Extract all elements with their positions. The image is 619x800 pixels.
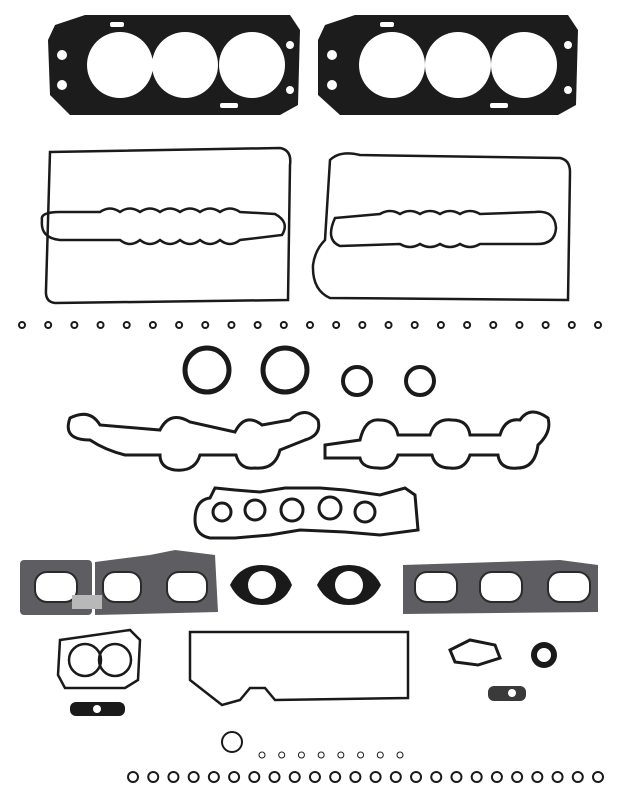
valve-stem-seal — [175, 321, 184, 329]
valve-stem-seal — [122, 321, 131, 329]
spark-tube-seal-2 — [404, 365, 436, 397]
valve-stem-seal — [207, 771, 220, 783]
valve-stem-seal — [253, 321, 262, 329]
valve-stem-seal — [306, 321, 314, 329]
small-oring — [297, 751, 305, 759]
intake-gasket-right — [323, 410, 551, 470]
valve-stem-seal — [127, 771, 139, 783]
valve-stem-seal — [470, 771, 483, 783]
small-oring — [278, 751, 286, 759]
egr-gasket-1 — [230, 565, 292, 605]
valve-stem-seal — [511, 771, 524, 783]
valve-stem-seal — [571, 771, 584, 783]
valve-stem-seal — [228, 771, 241, 783]
valve-stem-seal — [463, 321, 472, 329]
valve-stem-seal — [489, 321, 498, 329]
valve-stem-seal — [227, 321, 236, 329]
valve-stem-seal — [567, 321, 576, 329]
valve-stem-seal — [96, 321, 105, 329]
valve-stem-seal — [167, 771, 180, 783]
small-oring — [258, 751, 266, 759]
valve-stem-seal — [410, 321, 419, 329]
throttle-body-gasket — [56, 628, 142, 690]
head-gasket-right — [318, 15, 578, 115]
intake-gasket-left — [66, 411, 321, 472]
plenum-gasket — [193, 486, 420, 540]
valve-stem-seal — [358, 321, 367, 329]
small-flange-gasket-2 — [488, 686, 526, 701]
valve-stem-seal — [430, 771, 443, 783]
valve-cover-gasket-right — [311, 152, 572, 302]
oring-medium — [221, 731, 243, 753]
valve-stem-seal — [148, 321, 157, 329]
valve-stem-seal — [279, 321, 288, 329]
valve-stem-seal — [592, 771, 604, 783]
water-outlet-gasket — [448, 638, 502, 667]
timing-cover-seal-2 — [260, 345, 310, 395]
valve-stem-seal — [248, 771, 261, 783]
valve-cover-gasket-left — [40, 146, 292, 305]
valve-stem-seal — [369, 771, 382, 783]
valve-stem-seal — [268, 771, 281, 783]
valve-stem-seal — [551, 771, 564, 783]
small-oring — [357, 751, 365, 759]
exhaust-gasket-left-2 — [72, 550, 218, 615]
small-oring — [317, 751, 325, 759]
valve-stem-seal — [384, 321, 393, 329]
valve-stem-seal — [594, 321, 602, 329]
egr-gasket-2 — [317, 565, 381, 605]
valve-stem-seal — [147, 771, 160, 783]
valve-stem-seal — [332, 321, 341, 329]
valve-stem-seal — [410, 771, 423, 783]
valve-stem-seal — [288, 771, 301, 783]
valve-stem-seal — [201, 321, 210, 329]
head-gasket-left — [48, 15, 300, 115]
spark-tube-seal-1 — [341, 365, 373, 397]
small-oring — [376, 751, 384, 759]
small-flange-gasket-1 — [70, 702, 125, 716]
oil-pan-gasket — [188, 630, 410, 707]
timing-cover-seal-1 — [182, 345, 232, 395]
thermostat-gasket — [531, 642, 557, 668]
valve-stem-seal — [436, 321, 445, 329]
valve-stem-seal — [187, 771, 200, 783]
valve-stem-seal — [515, 321, 524, 329]
valve-stem-seal — [44, 321, 53, 329]
small-oring — [337, 751, 345, 759]
valve-stem-seal — [70, 321, 79, 329]
valve-stem-seal — [349, 771, 362, 783]
exhaust-gasket-right — [403, 560, 598, 614]
valve-stem-seal — [450, 771, 463, 783]
valve-stem-seal — [490, 771, 503, 783]
valve-stem-seal — [389, 771, 402, 783]
small-oring — [396, 751, 404, 759]
valve-stem-seal — [329, 771, 342, 783]
valve-stem-seal — [18, 321, 26, 329]
valve-stem-seal — [308, 771, 321, 783]
valve-stem-seal — [541, 321, 550, 329]
valve-stem-seal — [531, 771, 544, 783]
